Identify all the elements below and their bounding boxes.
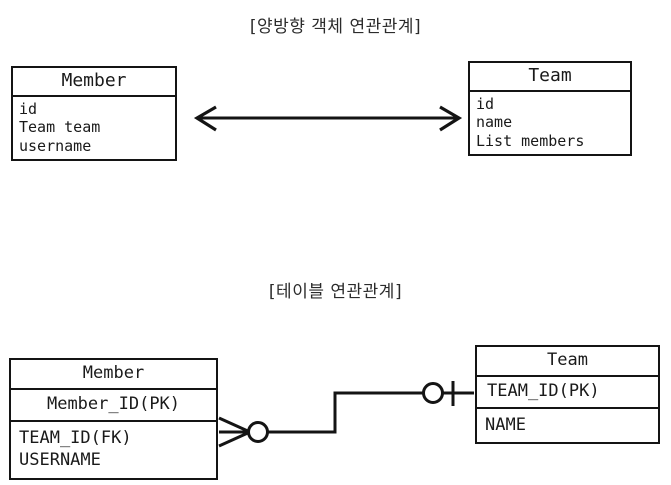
primary-key-row-member-table: Member_ID(PK) [11, 390, 216, 422]
field-item: Team team [19, 118, 101, 137]
object-association-caption: [양방향 객체 연관관계] [249, 17, 422, 37]
primary-key-row-team-table: TEAM_ID(PK) [477, 377, 658, 409]
field-item: NAME [485, 415, 526, 435]
entity-box-team-table[interactable]: Team TEAM_ID(PK) NAME [475, 345, 660, 445]
entity-box-team-object[interactable]: Team id name List members [468, 61, 632, 156]
double-headed-arrow-icon [193, 105, 463, 132]
field-item: USERNAME [19, 450, 101, 471]
field-item: List members [476, 131, 585, 150]
table-association-caption: [테이블 연관관계] [268, 282, 403, 302]
entity-box-member-table[interactable]: Member Member_ID(PK) TEAM_ID(FK) USERNAM… [9, 358, 218, 480]
entity-fields-member-object: id Team team username [13, 97, 175, 159]
field-item: id [476, 95, 495, 113]
field-item: TEAM_ID(FK) [19, 428, 132, 448]
field-item: name [476, 113, 513, 132]
entity-box-member-object[interactable]: Member id Team team username [11, 66, 177, 161]
field-item: id [19, 100, 38, 118]
crows-foot-zero-one-icon [422, 381, 474, 406]
entity-title-team-object: Team [470, 63, 630, 92]
field-item: username [19, 136, 92, 155]
crows-foot-relationship [218, 381, 474, 448]
entity-title-member-object: Member [13, 68, 175, 97]
entity-title-team-table: Team [477, 347, 658, 377]
crows-foot-zero-many-icon [218, 416, 269, 448]
entity-fields-team-object: id name List members [470, 92, 630, 154]
entity-fields-member-table: TEAM_ID(FK) USERNAME [11, 422, 216, 478]
entity-fields-team-table: NAME [477, 409, 658, 442]
entity-title-member-table: Member [11, 360, 216, 390]
